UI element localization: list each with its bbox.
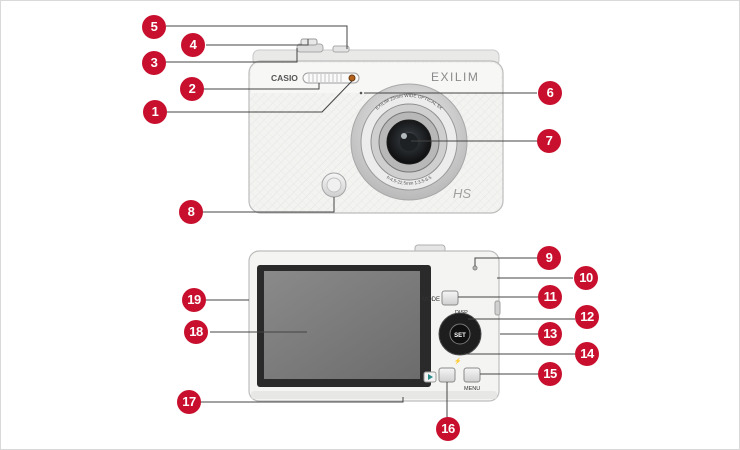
front-top-band: [251, 63, 501, 93]
leader-4: [206, 39, 309, 46]
callout-18: 18: [184, 320, 208, 344]
callout-16: 16: [436, 417, 460, 441]
leader-8: [202, 197, 335, 213]
zoom-controller[interactable]: [300, 38, 318, 46]
callout-6: 6: [538, 81, 562, 105]
leader-1: [165, 80, 353, 113]
model-logo: EXILIM: [431, 70, 479, 84]
callout-2: 2: [180, 77, 204, 101]
lens: [350, 83, 468, 201]
callout-14: 14: [575, 342, 599, 366]
front-view: CASIO EXILIM HS EXILIM 25mm WIDE OPTICAL…: [248, 38, 504, 214]
set-label: SET: [454, 333, 466, 339]
play-button[interactable]: [438, 367, 456, 383]
brand-logo: CASIO: [271, 73, 298, 83]
mode-label: MODE: [422, 297, 440, 303]
callout-19: 19: [182, 288, 206, 312]
leader-2: [202, 83, 320, 90]
play-icon: [428, 374, 433, 380]
back-view: MODE DISP SET ⚡ MENU: [248, 244, 501, 402]
menu-button[interactable]: [463, 367, 481, 383]
callout-5: 5: [142, 15, 166, 39]
lcd-monitor: [264, 271, 420, 379]
callout-15: 15: [538, 362, 562, 386]
set-button[interactable]: [449, 323, 471, 345]
microphone: [359, 91, 363, 95]
callout-12: 12: [575, 305, 599, 329]
series-logo: HS: [453, 186, 471, 201]
leader-5: [166, 25, 348, 49]
callout-4: 4: [181, 33, 205, 57]
callout-7: 7: [537, 129, 561, 153]
flash-icon: ⚡: [454, 357, 461, 365]
leader-lines: [165, 25, 575, 419]
back-lamp: [472, 265, 478, 271]
strap-holder: [494, 300, 501, 316]
callout-17: 17: [177, 390, 201, 414]
callout-9: 9: [537, 246, 561, 270]
leader-3: [165, 48, 298, 63]
back-bottom-edge: [251, 391, 497, 399]
callout-3: 3: [142, 51, 166, 75]
power-button[interactable]: [332, 45, 350, 53]
callout-10: 10: [574, 266, 598, 290]
af-assist-lamp: [348, 74, 356, 82]
callout-1: 1: [143, 100, 167, 124]
leader-17: [198, 397, 404, 403]
leader-9: [474, 257, 537, 266]
callout-8: 8: [179, 200, 203, 224]
callout-13: 13: [538, 322, 562, 346]
menu-label: MENU: [464, 386, 480, 392]
callout-11: 11: [538, 285, 562, 309]
mode-button[interactable]: [441, 290, 459, 306]
